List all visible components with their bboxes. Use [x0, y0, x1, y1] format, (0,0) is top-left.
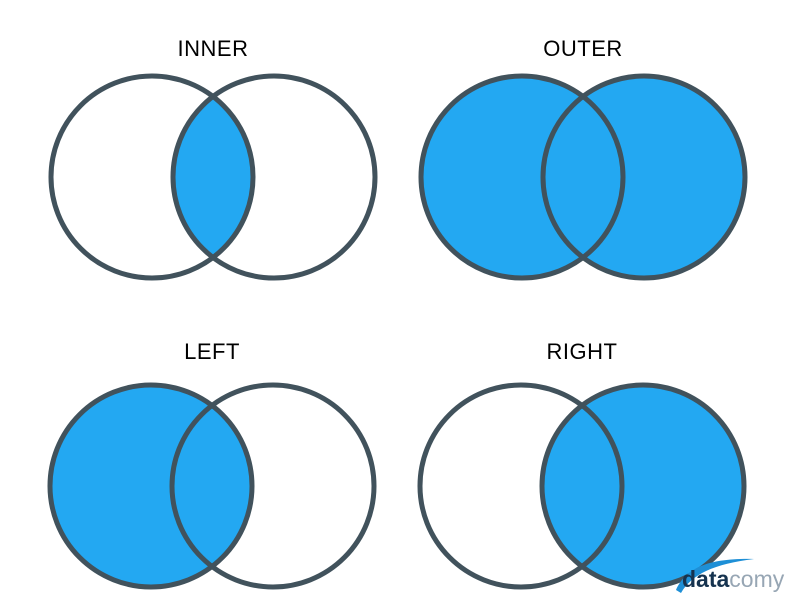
venn-left-diagram [47, 382, 377, 590]
logo-text-comy: comy [729, 566, 785, 592]
venn-right-diagram [417, 382, 747, 590]
venn-label-left: LEFT [184, 339, 240, 364]
logo-swoosh-icon [676, 558, 754, 593]
venn-label-right: RIGHT [546, 339, 618, 364]
venn-label-inner: INNER [177, 36, 249, 61]
venn-label-outer: OUTER [543, 36, 623, 61]
logo-text: datacomy [682, 567, 784, 591]
logo-text-data: data [682, 566, 730, 592]
datacomy-logo: datacomy [674, 556, 800, 600]
venn-inner-diagram [48, 73, 378, 281]
venn-outer-diagram [418, 73, 748, 281]
